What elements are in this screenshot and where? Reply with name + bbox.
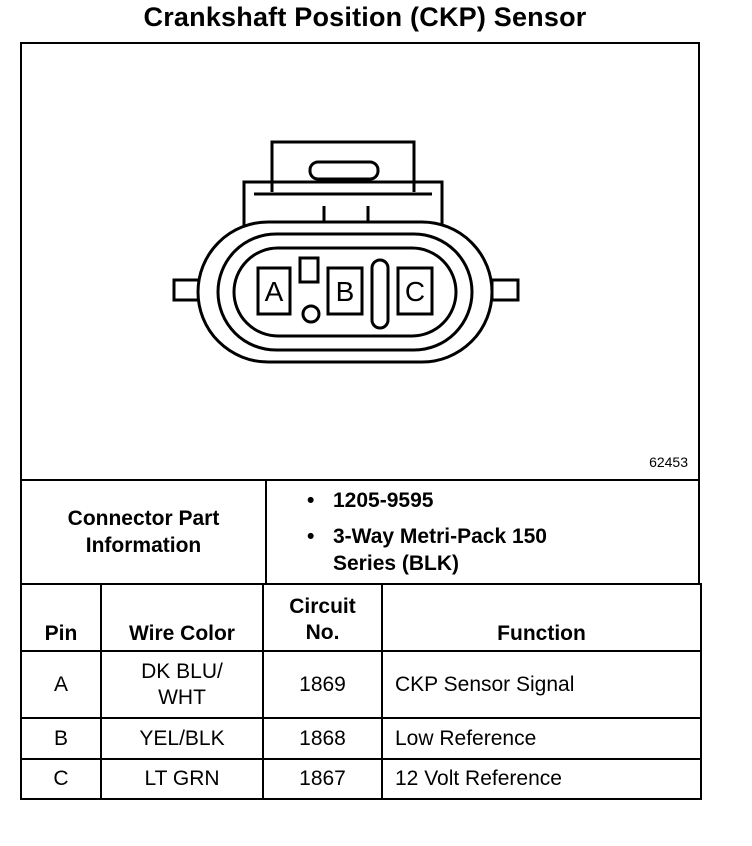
connector-type: 3-Way Metri-Pack 150 Series (BLK) <box>307 523 698 577</box>
cavity-label-b: B <box>336 276 355 307</box>
cavity-label-a: A <box>265 276 284 307</box>
pin-cell: B <box>20 717 102 760</box>
connector-info: Connector Part Information 1205-9595 3-W… <box>20 479 700 585</box>
connector-body-mid <box>216 232 474 352</box>
cavity-a <box>256 266 292 316</box>
table-row: A DK BLU/ WHT 1869 CKP Sensor Signal <box>20 650 702 719</box>
cavity-b <box>326 266 364 316</box>
connector-latch <box>270 140 416 192</box>
circuit-cell: 1868 <box>262 717 383 760</box>
table-header: Pin Wire Color Circuit No. Function <box>20 583 702 652</box>
wire-color-cell: DK BLU/ WHT <box>100 650 264 719</box>
function-cell: 12 Volt Reference <box>381 758 702 800</box>
diagram-title: Crankshaft Position (CKP) Sensor <box>143 2 587 32</box>
header-pin: Pin <box>20 583 102 652</box>
pinout-table: Pin Wire Color Circuit No. Function A DK… <box>20 583 702 800</box>
latch-slot <box>308 160 380 181</box>
key-hole <box>301 304 321 324</box>
cavity-c <box>396 266 434 316</box>
pin-cell: A <box>20 650 102 719</box>
table-row: B YEL/BLK 1868 Low Reference <box>20 717 702 760</box>
connector-info-list: 1205-9595 3-Way Metri-Pack 150 Series (B… <box>267 481 698 583</box>
connector-drawing: A B C <box>172 140 520 364</box>
wire-color-cell: YEL/BLK <box>100 717 264 760</box>
header-wire-color: Wire Color <box>100 583 264 652</box>
pin-cell: C <box>20 758 102 800</box>
connector-body-outer <box>196 220 494 364</box>
connector-body-inner <box>232 246 458 338</box>
cavity-label-c: C <box>405 276 425 307</box>
left-tab <box>172 278 202 302</box>
connector-info-label: Connector Part Information <box>22 481 267 583</box>
header-function: Function <box>381 583 702 652</box>
table-row: C LT GRN 1867 12 Volt Reference <box>20 758 702 800</box>
function-cell: Low Reference <box>381 717 702 760</box>
wire-color-cell: LT GRN <box>100 758 264 800</box>
connector-figure: A B C 62453 <box>20 42 700 479</box>
circuit-cell: 1869 <box>262 650 383 719</box>
header-circuit: Circuit No. <box>262 583 383 652</box>
figure-number: 62453 <box>649 454 688 470</box>
part-number: 1205-9595 <box>307 487 698 514</box>
key-post <box>298 256 320 284</box>
circuit-cell: 1867 <box>262 758 383 800</box>
center-rib <box>370 258 390 330</box>
function-cell: CKP Sensor Signal <box>381 650 702 719</box>
connector-shoulders <box>242 180 444 226</box>
right-tab <box>490 278 520 302</box>
